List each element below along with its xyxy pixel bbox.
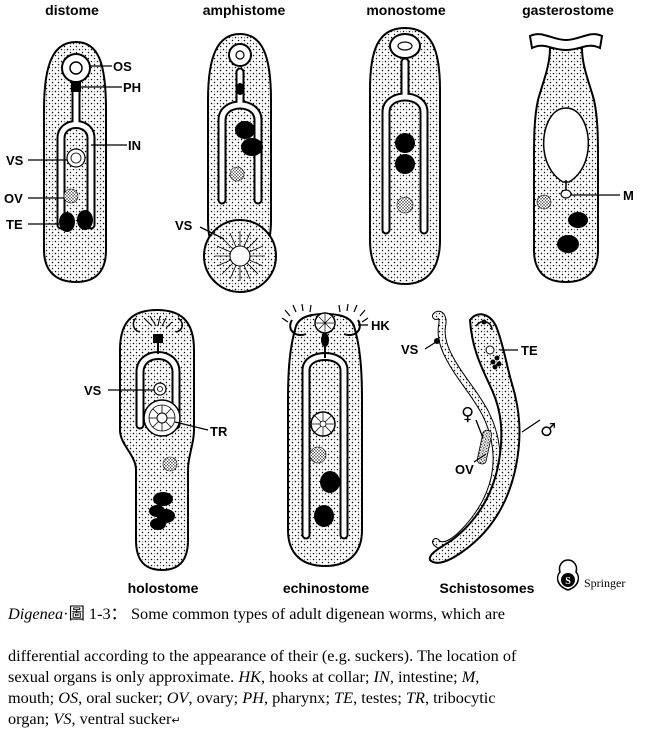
abbr-tr-text: , tribocytic — [424, 688, 496, 707]
distome-worm — [28, 40, 127, 284]
abbr-os-text: , oral sucker; — [78, 688, 167, 707]
title-schistosomes: Schistosomes — [440, 580, 535, 596]
abbr-tr-text-cont: organ; — [8, 709, 54, 728]
monostome-worm — [369, 26, 441, 286]
label-vs-holostome: VS — [84, 383, 102, 398]
schistosomes-worms — [424, 310, 541, 564]
abbr-in-text: , intestine; — [389, 667, 462, 686]
abbr-in: IN — [373, 667, 390, 686]
label-vs-distome: VS — [6, 153, 24, 168]
label-in: IN — [128, 138, 141, 153]
female-symbol: ♀ — [461, 404, 474, 425]
title-amphistome: amphistome — [203, 2, 286, 18]
abbr-vs: VS — [53, 709, 72, 728]
abbr-os: OS — [58, 688, 79, 707]
caption-line-3: sexual organs is only approximate. — [8, 667, 235, 686]
label-vs-schistosome: VS — [401, 342, 419, 357]
caption-line-1: Digenea·圖 1-3： Some common types of adul… — [8, 603, 638, 624]
springer-logo: S — [556, 559, 580, 591]
gasterostome-worm — [528, 33, 620, 284]
caption-line-2: differential according to the appearance… — [8, 646, 517, 665]
caption-figure-ref: ·圖 1-3： — [63, 604, 127, 623]
abbr-te-text: , testes; — [353, 688, 406, 707]
label-m: M — [623, 188, 634, 203]
figure-caption: Digenea·圖 1-3： Some common types of adul… — [8, 603, 638, 731]
abbr-hk-text: , hooks at collar; — [260, 667, 374, 686]
title-distome: distome — [45, 2, 99, 18]
male-symbol: ♂ — [540, 420, 556, 441]
abbr-ov-text: , ovary; — [188, 688, 243, 707]
label-os: OS — [113, 59, 132, 74]
label-ov-distome: OV — [4, 191, 23, 206]
label-te-distome: TE — [6, 217, 23, 232]
publisher-name: Springer — [584, 576, 625, 590]
abbr-hk: HK — [238, 667, 261, 686]
holostome-worm — [108, 308, 209, 572]
caption-end-mark: ↵ — [171, 714, 181, 727]
title-gasterostome: gasterostome — [522, 2, 614, 18]
label-tr: TR — [210, 424, 228, 439]
label-te-schistosome: TE — [521, 343, 538, 358]
abbr-ov: OV — [166, 688, 189, 707]
caption-line1-rest: Some common types of adult digenean worm… — [126, 604, 505, 623]
label-vs-amphistome: VS — [175, 218, 193, 233]
springer-logo-mark: S — [565, 576, 571, 587]
title-monostome: monostome — [366, 2, 446, 18]
digenean-worms-figure: distome amphistome monostome gasterostom… — [4, 2, 634, 596]
abbr-m-text: , — [475, 667, 480, 686]
label-ov-schistosome: OV — [455, 462, 474, 477]
abbr-m-text-cont: mouth; — [8, 688, 59, 707]
abbr-tr: TR — [405, 688, 425, 707]
abbr-m: M — [461, 667, 476, 686]
abbr-te: TE — [334, 688, 354, 707]
amphistome-worm — [199, 32, 277, 293]
abbr-ph-text: , pharynx; — [263, 688, 335, 707]
title-echinostome: echinostome — [283, 580, 370, 596]
abbr-vs-text: , ventral sucker — [71, 709, 172, 728]
label-hk: HK — [371, 318, 390, 333]
abbr-ph: PH — [242, 688, 264, 707]
echinostome-worm — [281, 303, 369, 568]
caption-abbreviations: sexual organs is only approximate. HK, h… — [8, 666, 638, 731]
label-ph: PH — [123, 80, 141, 95]
title-holostome: holostome — [128, 580, 199, 596]
caption-genus: Digenea — [8, 604, 64, 623]
